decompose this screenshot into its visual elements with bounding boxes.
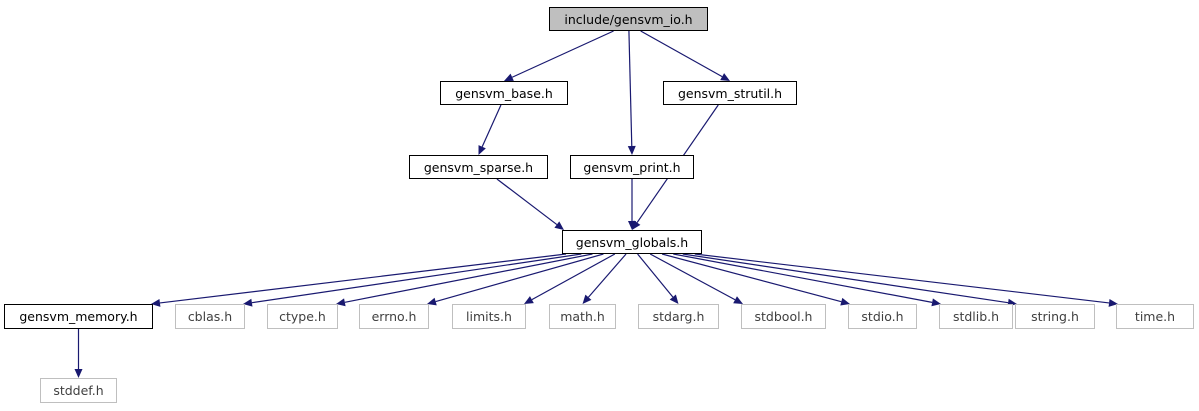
arrowhead-gensvm_globals-to-ctype [336, 298, 346, 307]
node-gensvm-base[interactable]: gensvm_base.h [440, 81, 568, 105]
edge-gensvm_globals-to-cblas [251, 253, 582, 304]
node-stdlib: stdlib.h [939, 304, 1013, 329]
arrowhead-gensvm_globals-to-stdio [840, 297, 850, 306]
node-gensvm-sparse[interactable]: gensvm_sparse.h [409, 155, 548, 179]
arrowhead-gensvm_globals-to-limits [524, 296, 534, 304]
edge-gensvm_globals-to-math [587, 253, 627, 298]
arrowhead-gensvm_base-to-gensvm_sparse [478, 145, 486, 155]
edge-gensvm_globals-to-limits [531, 253, 616, 301]
node-limits: limits.h [452, 304, 526, 329]
arrowhead-gensvm_globals-to-time [1108, 298, 1118, 307]
node-ctype: ctype.h [267, 304, 338, 329]
edge-gensvm_io-to-gensvm_print [628, 30, 633, 147]
node-gensvm-strutil[interactable]: gensvm_strutil.h [663, 81, 797, 105]
arrowhead-gensvm_io-to-gensvm_strutil [720, 73, 730, 81]
arrowhead-gensvm_strutil-to-gensvm_globals [632, 220, 641, 230]
arrowhead-gensvm_globals-to-errno [427, 297, 437, 306]
node-gensvm-memory[interactable]: gensvm_memory.h [4, 304, 153, 329]
node-stddef: stddef.h [40, 378, 117, 403]
node-gensvm-print[interactable]: gensvm_print.h [570, 155, 694, 179]
arrowhead-gensvm_globals-to-gensvm_memory [151, 298, 161, 307]
arrowhead-gensvm_globals-to-stdbool [733, 296, 743, 304]
node-gensvm-globals[interactable]: gensvm_globals.h [562, 230, 702, 254]
edge-gensvm_globals-to-time [694, 253, 1110, 304]
edge-gensvm_globals-to-ctype [344, 253, 593, 303]
edge-gensvm_globals-to-stdio [661, 253, 842, 303]
node-string: string.h [1015, 304, 1095, 329]
edge-gensvm_globals-to-string [682, 253, 1009, 304]
arrowhead-gensvm_sparse-to-gensvm_globals [554, 221, 564, 230]
arrowhead-gensvm_globals-to-stdarg [669, 294, 679, 304]
edge-gensvm_globals-to-stdarg [637, 253, 674, 298]
arrowhead-gensvm_memory-to-stddef [74, 369, 83, 378]
node-time: time.h [1116, 304, 1194, 329]
arrowhead-gensvm_io-to-gensvm_base [504, 73, 514, 81]
edge-gensvm_globals-to-gensvm_memory [159, 253, 567, 304]
arrowhead-gensvm_globals-to-cblas [243, 298, 253, 307]
edge-gensvm_globals-to-stdlib [673, 253, 933, 303]
edge-gensvm_io-to-gensvm_strutil [640, 30, 723, 78]
arrowhead-gensvm_globals-to-stdlib [931, 298, 941, 307]
node-stdarg: stdarg.h [638, 304, 719, 329]
node-stdio: stdio.h [848, 304, 917, 329]
node-cblas: cblas.h [175, 304, 245, 329]
edge-gensvm_globals-to-stdbool [649, 253, 736, 301]
edge-gensvm_io-to-gensvm_base [511, 30, 614, 78]
arrowhead-gensvm_globals-to-math [582, 294, 592, 304]
node-gensvm-io-root: include/gensvm_io.h [549, 7, 708, 31]
edge-gensvm_base-to-gensvm_sparse [481, 104, 502, 148]
node-errno: errno.h [359, 304, 429, 329]
node-stdbool: stdbool.h [741, 304, 826, 329]
edge-gensvm_sparse-to-gensvm_globals [496, 178, 558, 226]
node-math: math.h [549, 304, 616, 329]
edge-gensvm_globals-to-errno [435, 253, 604, 303]
arrowhead-gensvm_io-to-gensvm_print [627, 145, 636, 155]
